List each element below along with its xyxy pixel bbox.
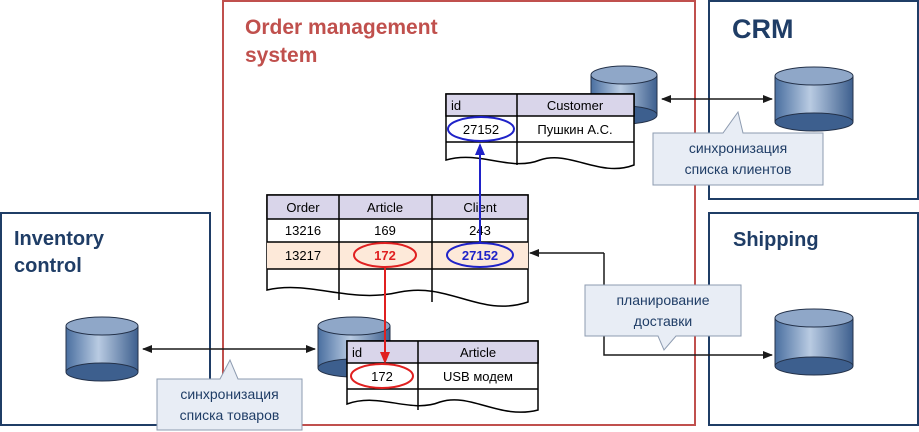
customer-header-id: id bbox=[451, 98, 461, 113]
customer-cell-id: 27152 bbox=[463, 122, 499, 137]
inventory-database-icon bbox=[65, 316, 139, 382]
crm-title: CRM bbox=[732, 14, 794, 44]
oms-title-line2: system bbox=[245, 44, 318, 67]
order-row2-article: 172 bbox=[374, 248, 396, 263]
inventory-sync-line1: синхронизация bbox=[180, 386, 279, 402]
inventory-sync-callout: синхронизация списка товаров bbox=[157, 384, 302, 426]
inventory-title-line1: Inventory bbox=[14, 228, 105, 250]
order-header-order: Order bbox=[286, 200, 320, 215]
order-row1-order: 13216 bbox=[285, 223, 321, 238]
order-header-article: Article bbox=[367, 200, 403, 215]
customer-cell-name: Пушкин А.С. bbox=[537, 122, 612, 137]
crm-sync-line1: синхронизация bbox=[688, 140, 788, 156]
shipping-title: Shipping bbox=[733, 229, 819, 251]
customer-id-highlight bbox=[447, 116, 515, 142]
order-table: Order Article Client 13216 169 243 13217… bbox=[266, 194, 529, 307]
inventory-sync-callout-box bbox=[156, 358, 303, 431]
article-header-name: Article bbox=[460, 345, 496, 360]
crm-sync-line2: списка клиентов bbox=[684, 161, 792, 177]
article-cell-name: USB модем bbox=[443, 369, 513, 384]
shipping-plan-line1: планирование bbox=[616, 292, 710, 308]
customer-header-name: Customer bbox=[547, 98, 604, 113]
crm-sync-callout-box bbox=[652, 110, 824, 186]
inventory-title: Inventory control bbox=[14, 226, 104, 280]
oms-title: Order management system bbox=[245, 14, 438, 70]
shipping-database-icon bbox=[774, 308, 854, 376]
order-row2-order: 13217 bbox=[285, 248, 321, 263]
article-table: id Article 172 USB модем bbox=[346, 340, 539, 413]
oms-title-line1: Order management bbox=[245, 16, 438, 39]
inventory-sync-line2: списка товаров bbox=[179, 407, 280, 423]
order-row1-article: 169 bbox=[374, 223, 396, 238]
customer-table: id Customer 27152 Пушкин А.С. bbox=[445, 93, 635, 170]
shipping-plan-callout: планирование доставки bbox=[585, 290, 741, 332]
oms-system-box bbox=[222, 0, 696, 426]
order-row2-client: 27152 bbox=[462, 248, 498, 263]
article-cell-id: 172 bbox=[371, 369, 393, 384]
crm-database-icon bbox=[774, 66, 854, 132]
article-id-highlight bbox=[350, 363, 414, 389]
crm-sync-callout: синхронизация списка клиентов bbox=[653, 138, 823, 180]
inventory-system-box bbox=[0, 212, 211, 426]
article-header-id: id bbox=[352, 345, 362, 360]
shipping-plan-callout-box bbox=[584, 284, 742, 351]
shipping-plan-line2: доставки bbox=[633, 313, 693, 329]
inventory-title-line2: control bbox=[14, 255, 82, 277]
